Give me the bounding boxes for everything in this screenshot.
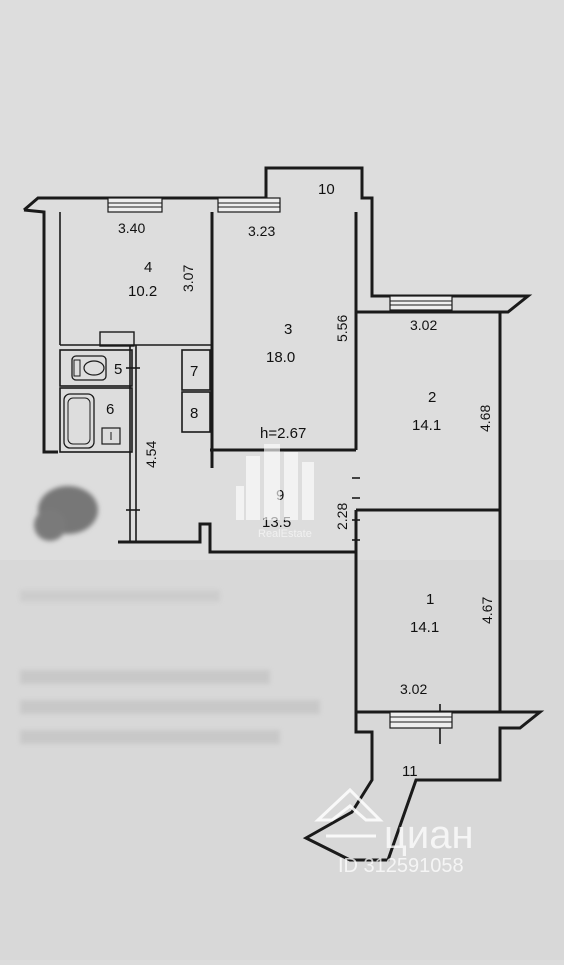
room-7-number: 7 <box>190 363 198 380</box>
window-room-2 <box>389 295 453 311</box>
toilet-icon <box>71 355 107 381</box>
dimension-labels: 3.40 3.07 3.23 5.56 3.02 4.68 3.02 4.67 … <box>118 220 495 697</box>
windows <box>107 197 453 729</box>
room-10-number: 10 <box>318 181 335 198</box>
listing-id-text: ID 312591058 <box>338 855 464 877</box>
corner-watermark-brand: циан <box>384 813 474 857</box>
blurred-background-text <box>20 590 320 744</box>
dim-corridor-length: 4.54 <box>143 441 159 468</box>
center-watermark: RealEstate <box>236 444 314 540</box>
bathtub-icon <box>63 393 95 449</box>
fixtures <box>63 355 121 449</box>
building-logo-icon <box>236 444 314 520</box>
window-room-4 <box>107 197 163 213</box>
room-5-number: 5 <box>114 361 122 378</box>
window-room-3 <box>217 197 281 213</box>
room-4-number: 4 <box>144 259 152 276</box>
sink-icon <box>101 427 121 445</box>
dim-room1-depth: 4.67 <box>479 597 495 624</box>
dim-room1-width: 3.02 <box>400 681 427 697</box>
dim-room3-width: 3.23 <box>248 223 275 239</box>
dim-room2-depth: 4.68 <box>477 405 493 432</box>
room-9-number: 9 <box>276 487 284 504</box>
dim-room4-width: 3.40 <box>118 220 145 236</box>
room-1-number: 1 <box>426 591 434 608</box>
cian-logo-icon <box>314 787 384 838</box>
ceiling-height-label: h=2.67 <box>260 425 306 442</box>
room-1-area: 14.1 <box>410 619 439 636</box>
center-watermark-text: RealEstate <box>258 528 312 540</box>
dim-room2-width: 3.02 <box>410 317 437 333</box>
room-2-number: 2 <box>428 389 436 406</box>
room-11-number: 11 <box>402 763 418 780</box>
dim-room3-depth: 5.56 <box>334 315 350 342</box>
walls <box>23 166 545 862</box>
window-room-1 <box>389 711 453 729</box>
room-4-area: 10.2 <box>128 283 157 300</box>
room-8-number: 8 <box>190 405 198 422</box>
room-3-number: 3 <box>284 321 292 338</box>
corner-watermark: циан ID 312591058 <box>314 787 474 877</box>
smudge-mark <box>34 486 98 541</box>
dim-hall-width: 2.28 <box>334 503 350 530</box>
dim-room4-depth: 3.07 <box>180 265 196 292</box>
room-6-number: 6 <box>106 401 114 418</box>
room-3-area: 18.0 <box>266 349 295 366</box>
room-2-area: 14.1 <box>412 417 441 434</box>
